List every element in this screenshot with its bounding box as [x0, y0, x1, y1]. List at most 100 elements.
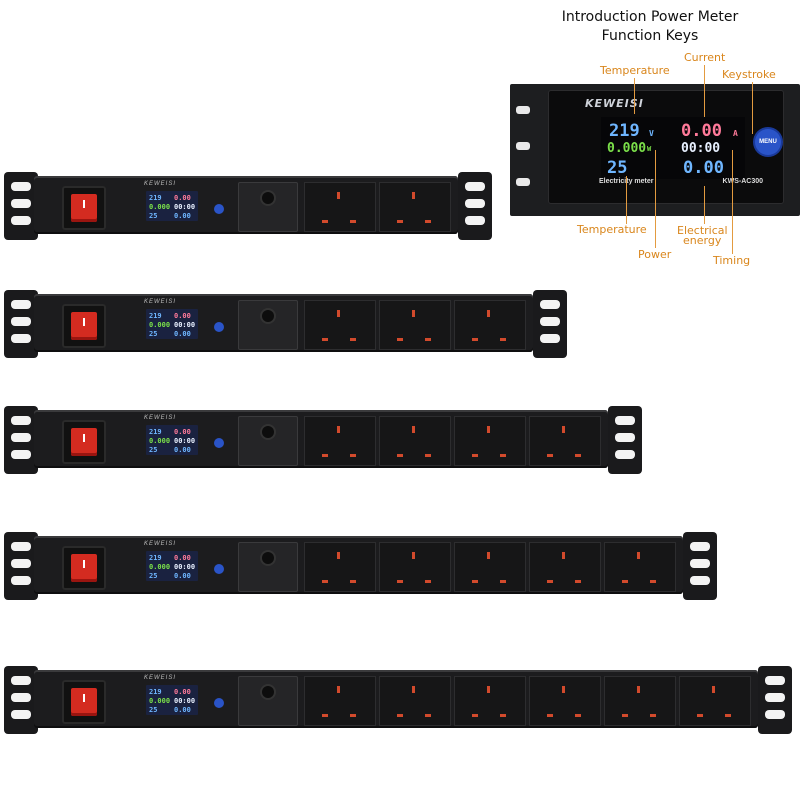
lcd-screen: 219 V 0.00 A 0.000 W 00:00 25 0.00 — [601, 117, 745, 179]
lcd-reading: 219 — [149, 194, 162, 202]
power-unit: W — [647, 145, 652, 153]
title-line-2: Function Keys — [601, 28, 699, 44]
lcd-reading: 219 — [149, 554, 162, 562]
socket-pin — [425, 220, 431, 223]
socket-pin — [425, 338, 431, 341]
uk-socket — [304, 416, 376, 466]
overload-breaker[interactable] — [238, 416, 298, 466]
reset-button-icon — [262, 552, 274, 564]
mount-hole — [690, 542, 710, 551]
mount-hole — [11, 542, 31, 551]
uk-socket — [379, 416, 451, 466]
overload-breaker[interactable] — [238, 676, 298, 726]
socket-pin — [412, 192, 415, 199]
menu-button[interactable] — [214, 698, 224, 708]
mount-ear — [4, 406, 38, 474]
uk-socket — [454, 676, 526, 726]
socket-pin — [350, 220, 356, 223]
menu-button[interactable]: MENU — [755, 129, 781, 155]
mount-hole — [540, 300, 560, 309]
socket-pin — [425, 580, 431, 583]
lcd-reading: 219 — [149, 428, 162, 436]
socket-pin — [337, 192, 340, 199]
mount-ear — [4, 666, 38, 734]
socket-pin — [322, 714, 328, 717]
mount-hole — [690, 576, 710, 585]
overload-breaker[interactable] — [238, 182, 298, 232]
mount-ear — [608, 406, 642, 474]
power-switch[interactable] — [62, 186, 106, 230]
energy-reading: 0.00 — [683, 158, 724, 178]
rocker-icon — [71, 194, 97, 222]
mount-hole — [765, 710, 785, 719]
overload-breaker[interactable] — [238, 300, 298, 350]
socket-pin — [725, 714, 731, 717]
socket-pin — [575, 714, 581, 717]
socket-pin — [337, 310, 340, 317]
lcd-reading: 0.00 — [174, 446, 191, 454]
socket-pin — [397, 454, 403, 457]
socket-pin — [650, 580, 656, 583]
uk-socket — [379, 182, 451, 232]
uk-socket — [379, 542, 451, 592]
uk-socket — [304, 542, 376, 592]
voltage-reading: 219 — [609, 121, 640, 141]
power-switch[interactable] — [62, 304, 106, 348]
mount-ear — [533, 290, 567, 358]
leader-line — [704, 186, 705, 224]
mount-hole — [11, 199, 31, 208]
lcd-reading: 00:00 — [174, 697, 196, 705]
mount-hole — [465, 182, 485, 191]
figure-title: Introduction Power Meter Function Keys — [540, 8, 760, 46]
lcd-reading: 0.00 — [174, 194, 191, 202]
overload-breaker[interactable] — [238, 542, 298, 592]
power-switch[interactable] — [62, 546, 106, 590]
callout-current: Current — [684, 51, 726, 64]
mount-hole — [516, 178, 530, 186]
socket-pin — [562, 552, 565, 559]
menu-button[interactable] — [214, 438, 224, 448]
uk-socket — [604, 676, 676, 726]
lcd-reading: 219 — [149, 312, 162, 320]
timing-reading: 00:00 — [681, 141, 721, 156]
callout-keystroke: Keystroke — [722, 68, 776, 81]
leader-line — [626, 176, 627, 224]
power-switch[interactable] — [62, 420, 106, 464]
socket-pin — [637, 552, 640, 559]
voltage-unit: V — [649, 129, 654, 138]
menu-button[interactable] — [214, 322, 224, 332]
title-line-1: Introduction Power Meter — [561, 9, 739, 25]
socket-pin — [322, 338, 328, 341]
mount-hole — [765, 676, 785, 685]
menu-button[interactable] — [214, 564, 224, 574]
mount-hole — [11, 676, 31, 685]
lcd-reading: 25 — [149, 572, 158, 580]
power-switch[interactable] — [62, 680, 106, 724]
socket-pin — [472, 580, 478, 583]
meter-brand: KEWEISI — [144, 675, 177, 681]
lcd-reading: 0.000 — [149, 697, 171, 705]
callout-electrical-energy-2: energy — [683, 234, 722, 247]
mount-hole — [615, 433, 635, 442]
socket-pin — [547, 454, 553, 457]
uk-socket — [379, 676, 451, 726]
socket-pin — [500, 580, 506, 583]
socket-pin — [562, 426, 565, 433]
mount-hole — [11, 576, 31, 585]
leader-line — [704, 65, 705, 117]
leader-line — [732, 150, 733, 254]
mount-hole — [465, 216, 485, 225]
mount-hole — [11, 450, 31, 459]
menu-button[interactable] — [214, 204, 224, 214]
socket-pin — [500, 454, 506, 457]
mount-hole — [690, 559, 710, 568]
lcd-reading: 0.00 — [174, 706, 191, 714]
rocker-icon — [71, 554, 97, 582]
socket-pin — [575, 580, 581, 583]
mount-hole — [615, 450, 635, 459]
